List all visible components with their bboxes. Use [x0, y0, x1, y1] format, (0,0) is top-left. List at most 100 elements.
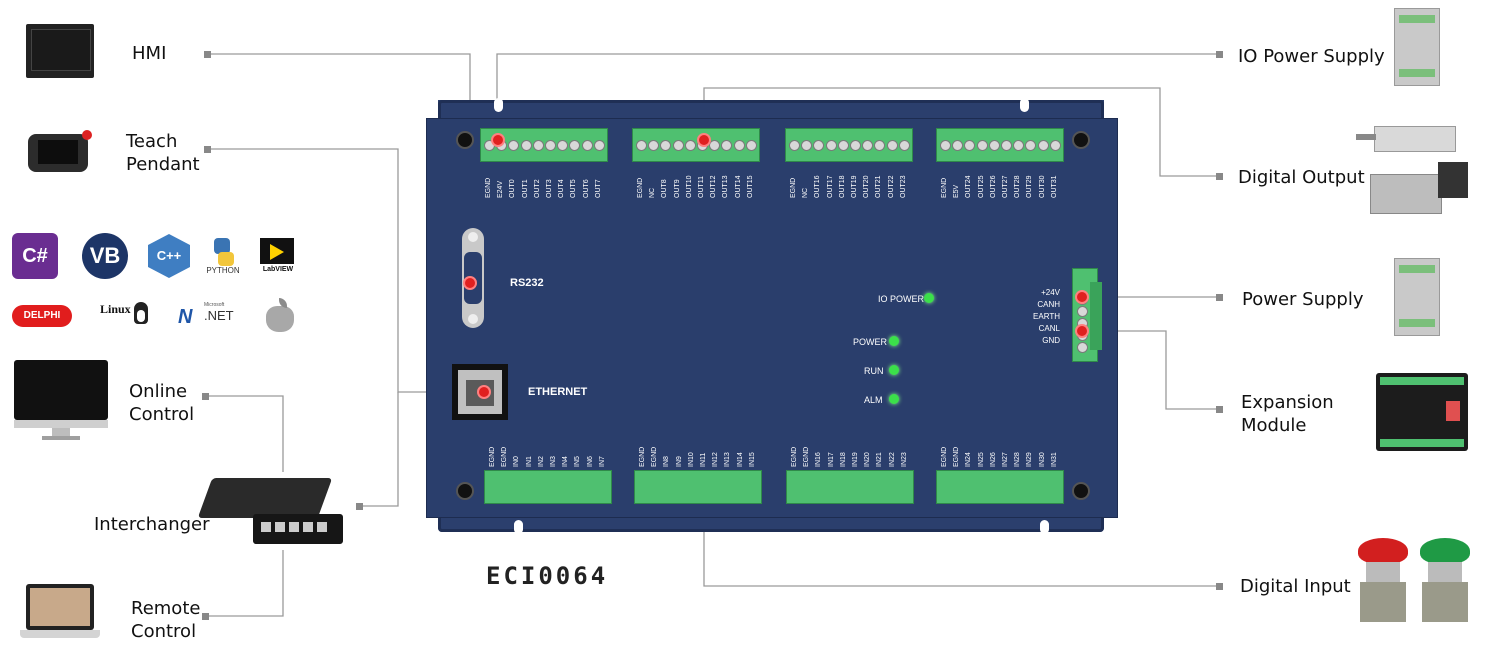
csharp-icon: C#: [12, 233, 58, 279]
terminal-label: IN18: [839, 452, 847, 467]
terminal-label: OUT9: [673, 179, 681, 198]
terminal-label: IN30: [1038, 452, 1046, 467]
power-terminal-label: CANH: [1037, 300, 1060, 309]
screw-icon: [456, 482, 474, 500]
terminal-label: OUT27: [1002, 175, 1009, 198]
terminal-label: OUT17: [826, 175, 834, 198]
python-label: PYTHON: [206, 266, 240, 275]
terminal-label: NC: [649, 187, 657, 198]
terminal-pin: [825, 140, 837, 151]
terminal-label: EGND: [941, 177, 948, 198]
terminal-label: EGND: [651, 446, 659, 467]
terminal-label: OUT12: [710, 175, 718, 198]
ethernet-marker: [477, 385, 491, 399]
terminal-pin: [1025, 140, 1037, 151]
terminal-label: IN3: [550, 456, 557, 467]
terminal-label: OUT11: [698, 175, 705, 198]
terminal-label: OUT0: [509, 179, 517, 198]
run-led: [889, 365, 899, 375]
io-power-label: IO POWER: [878, 294, 925, 304]
switch-icon: [197, 472, 345, 550]
dotnet-label: .NET: [204, 308, 234, 323]
terminal-pin: [952, 140, 964, 151]
teach-pendant-icon: [22, 126, 96, 180]
terminal-label: IN15: [748, 452, 756, 467]
ethernet-label: ETHERNET: [528, 386, 588, 398]
bottom-terminal-block: [936, 470, 1064, 504]
terminal-label: OUT19: [851, 175, 858, 198]
terminal-pin: [636, 140, 647, 151]
terminal-pin: [569, 140, 581, 151]
terminal-label: OUT4: [558, 179, 566, 198]
controller-panel: [426, 118, 1118, 518]
terminal-label: EGND: [485, 177, 492, 198]
terminal-pin: [813, 140, 825, 151]
terminal-pin: [557, 140, 569, 151]
terminal-pin: [545, 140, 556, 151]
terminal-label: EGND: [791, 446, 798, 467]
rs232-marker: [463, 276, 477, 290]
terminal-label: OUT3: [546, 179, 553, 198]
terminal-label: IN27: [1002, 452, 1009, 467]
terminal-label: IN31: [1050, 452, 1058, 467]
terminal-label: IN17: [827, 452, 835, 467]
terminal-label: IN14: [736, 452, 744, 467]
labview-label: LabVIEW: [262, 266, 294, 273]
terminal-label: OUT5: [570, 179, 578, 198]
bottom-terminal-block: [786, 470, 914, 504]
dotnet-small-label: Microsoft: [204, 302, 225, 308]
terminal-label: IN20: [864, 452, 872, 467]
terminal-label: IN12: [712, 452, 720, 467]
terminal-pin: [976, 140, 988, 151]
io-power-led: [924, 293, 934, 303]
terminal-label: OUT24: [965, 175, 973, 198]
terminal-pin: [940, 140, 951, 151]
push-button-icon: [1354, 534, 1474, 630]
terminal-pin: [837, 140, 849, 151]
terminal-pin: [898, 140, 910, 151]
mount-slot: [1020, 98, 1029, 112]
run-label: RUN: [864, 366, 884, 376]
terminal-pin: [874, 140, 886, 151]
terminal-label: OUT25: [977, 175, 985, 198]
terminal-pin: [709, 140, 721, 151]
python-icon: PYTHON: [204, 236, 242, 275]
terminal-pin: [862, 140, 874, 151]
terminal-pin: [733, 140, 745, 151]
terminal-label: IN26: [989, 452, 997, 467]
valve-icon: [1356, 122, 1472, 216]
model-title: ECI0064: [486, 562, 609, 590]
terminal-label: IN2: [537, 456, 545, 467]
label-hmi: HMI: [132, 43, 167, 64]
terminal-pin: [1049, 140, 1061, 151]
rs232-label: RS232: [510, 277, 544, 289]
terminal-pin: [988, 140, 1000, 151]
power-terminal-label: GND: [1042, 336, 1060, 345]
label-interchanger: Interchanger: [94, 514, 210, 535]
power-terminal-label: EARTH: [1033, 312, 1060, 321]
terminal-marker: [491, 133, 505, 147]
terminal-label: IN10: [687, 452, 695, 467]
terminal-label: EGND: [639, 446, 646, 467]
terminal-label: IN24: [965, 452, 973, 467]
terminal-marker: [697, 133, 711, 147]
terminal-pin: [886, 140, 898, 151]
io-power-supply-icon: [1394, 8, 1440, 86]
terminal-label: IN28: [1014, 452, 1022, 467]
terminal-label: IN4: [562, 456, 570, 467]
screw-icon: [456, 131, 474, 149]
terminal-pin: [850, 140, 861, 151]
power-led: [889, 336, 899, 346]
power-terminal-body: [1090, 282, 1102, 350]
alm-label: ALM: [864, 395, 883, 405]
power-terminal-label: +24V: [1041, 288, 1060, 297]
label-io-power-supply: IO Power Supply: [1238, 46, 1385, 67]
terminal-pin: [1037, 140, 1049, 151]
terminal-label: IN25: [977, 452, 985, 467]
power-supply-icon: [1394, 258, 1440, 336]
screw-icon: [1072, 482, 1090, 500]
terminal-label: OUT29: [1026, 175, 1034, 198]
terminal-label: IN21: [876, 452, 884, 467]
terminal-label: IN23: [900, 452, 908, 467]
screw-icon: [1072, 131, 1090, 149]
